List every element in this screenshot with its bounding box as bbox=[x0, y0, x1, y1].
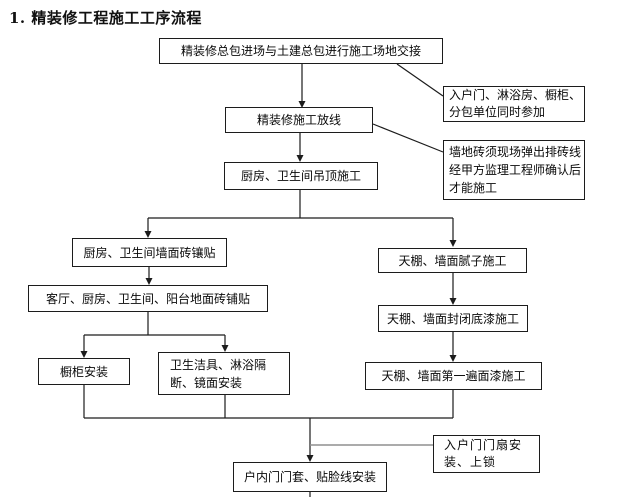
note-tile-layout-confirmation-line3: 才能施工 bbox=[449, 181, 498, 195]
node-setting-out: 精装修施工放线 bbox=[225, 107, 373, 133]
node-primer-work: 天棚、墙面封闭底漆施工 bbox=[378, 305, 528, 332]
node-wall-tiling: 厨房、卫生间墙面砖镶贴 bbox=[72, 238, 227, 267]
node-entry-door-install-line1: 入户门门扇安 bbox=[444, 438, 523, 452]
note-subcontractor-participation: 入户门、淋浴房、橱柜、 分包单位同时参加 bbox=[443, 86, 585, 122]
note-subcontractor-participation-line2: 分包单位同时参加 bbox=[449, 105, 546, 119]
node-entry-door-install: 入户门门扇安 装、上锁 bbox=[433, 435, 540, 473]
node-first-topcoat: 天棚、墙面第一遍面漆施工 bbox=[365, 362, 542, 390]
note-subcontractor-participation-line1: 入户门、淋浴房、橱柜、 bbox=[449, 88, 582, 102]
node-interior-door-trim: 户内门门套、贴脸线安装 bbox=[233, 462, 387, 492]
page-title: 1. 精装修工程施工工序流程 bbox=[9, 9, 202, 27]
note-tile-layout-confirmation-line2: 经甲方监理工程师确认后 bbox=[449, 163, 582, 177]
note-tile-layout-confirmation-line1: 墙地砖须现场弹出排砖线 bbox=[449, 145, 582, 159]
note-tile-layout-confirmation: 墙地砖须现场弹出排砖线 经甲方监理工程师确认后 才能施工 bbox=[443, 140, 585, 200]
node-cabinet-install: 橱柜安装 bbox=[38, 358, 130, 385]
node-ceiling-work: 厨房、卫生间吊顶施工 bbox=[224, 162, 378, 190]
node-putty-work: 天棚、墙面腻子施工 bbox=[378, 248, 527, 273]
node-sanitary-install-line1: 卫生洁具、淋浴隔 bbox=[170, 357, 267, 372]
node-sanitary-install-line2: 断、镜面安装 bbox=[170, 375, 243, 390]
node-floor-tiling: 客厅、厨房、卫生间、阳台地面砖铺贴 bbox=[28, 285, 268, 312]
node-sanitary-install: 卫生洁具、淋浴隔 断、镜面安装 bbox=[158, 352, 290, 395]
node-site-handover: 精装修总包进场与土建总包进行施工场地交接 bbox=[159, 38, 443, 64]
node-entry-door-install-line2: 装、上锁 bbox=[444, 455, 497, 469]
